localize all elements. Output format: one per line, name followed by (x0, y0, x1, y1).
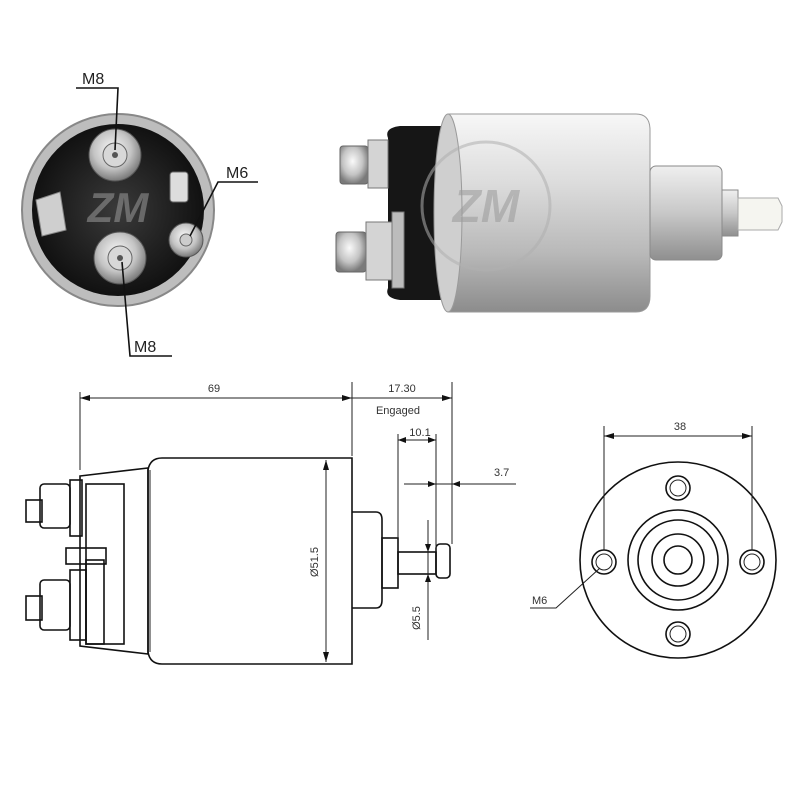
flange-outline (579, 461, 777, 659)
dim-engaged-travel: 17.30 (388, 383, 416, 395)
m6-terminal (168, 171, 204, 258)
svg-text:ZM: ZM (87, 184, 150, 231)
nose-outline (627, 509, 729, 611)
drawing-collar (381, 537, 399, 589)
leader-m8-bottom (121, 261, 172, 357)
dim-body-diameter: Ø51.5 (309, 547, 321, 577)
m8-stud-bottom (93, 231, 147, 285)
drawing-nose (352, 511, 383, 609)
mount-hole-bottom (665, 621, 691, 647)
dim-bolt-spacing: 38 (674, 421, 686, 433)
drawing-plunger-head (435, 543, 451, 579)
dim-plunger-diameter: Ø5.5 (411, 606, 423, 630)
side-drawing: 69 17.30 Engaged 10.1 3.7 Ø51.5 Ø5.5 (25, 382, 516, 665)
drawing-stud-bottom (25, 547, 107, 645)
dim-length: 69 (208, 383, 220, 395)
mount-hole-left (591, 549, 617, 575)
drawing-body (147, 457, 353, 665)
side-view-photo: ZM (335, 113, 783, 313)
terminal-face (32, 124, 204, 296)
mount-hole-right (739, 549, 765, 575)
front-drawing: 38 M6 (530, 421, 777, 659)
leader-m6 (189, 181, 258, 237)
plunger-bore (663, 545, 693, 575)
watermark-logo: ZM (87, 184, 150, 231)
stud-bottom-side (335, 211, 405, 289)
plunger-collar (721, 189, 739, 237)
stud-top-side (339, 139, 389, 189)
dim-plunger-gap: 3.7 (494, 467, 509, 479)
dim-engaged-label: Engaged (376, 405, 420, 417)
leader-m6-front (530, 567, 601, 609)
label-m8-bottom: M8 (134, 339, 156, 356)
svg-text:ZM: ZM (451, 180, 521, 232)
drawing-plunger (397, 551, 437, 575)
drawing-stud-top (25, 479, 83, 537)
bracket (35, 191, 67, 237)
mount-hole-top (665, 475, 691, 501)
label-m6: M6 (226, 165, 248, 182)
label-m8-top: M8 (82, 71, 104, 88)
drawing-cap (79, 467, 149, 655)
watermark-logo-side: ZM (420, 140, 552, 272)
plunger-housing (649, 165, 723, 261)
dim-plunger-length: 10.1 (409, 427, 430, 439)
leader-m8-top (76, 87, 119, 151)
label-m6-front: M6 (532, 595, 547, 607)
plunger-tip (737, 197, 783, 231)
end-view-photo: ZM M8 M6 M8 (21, 71, 258, 357)
